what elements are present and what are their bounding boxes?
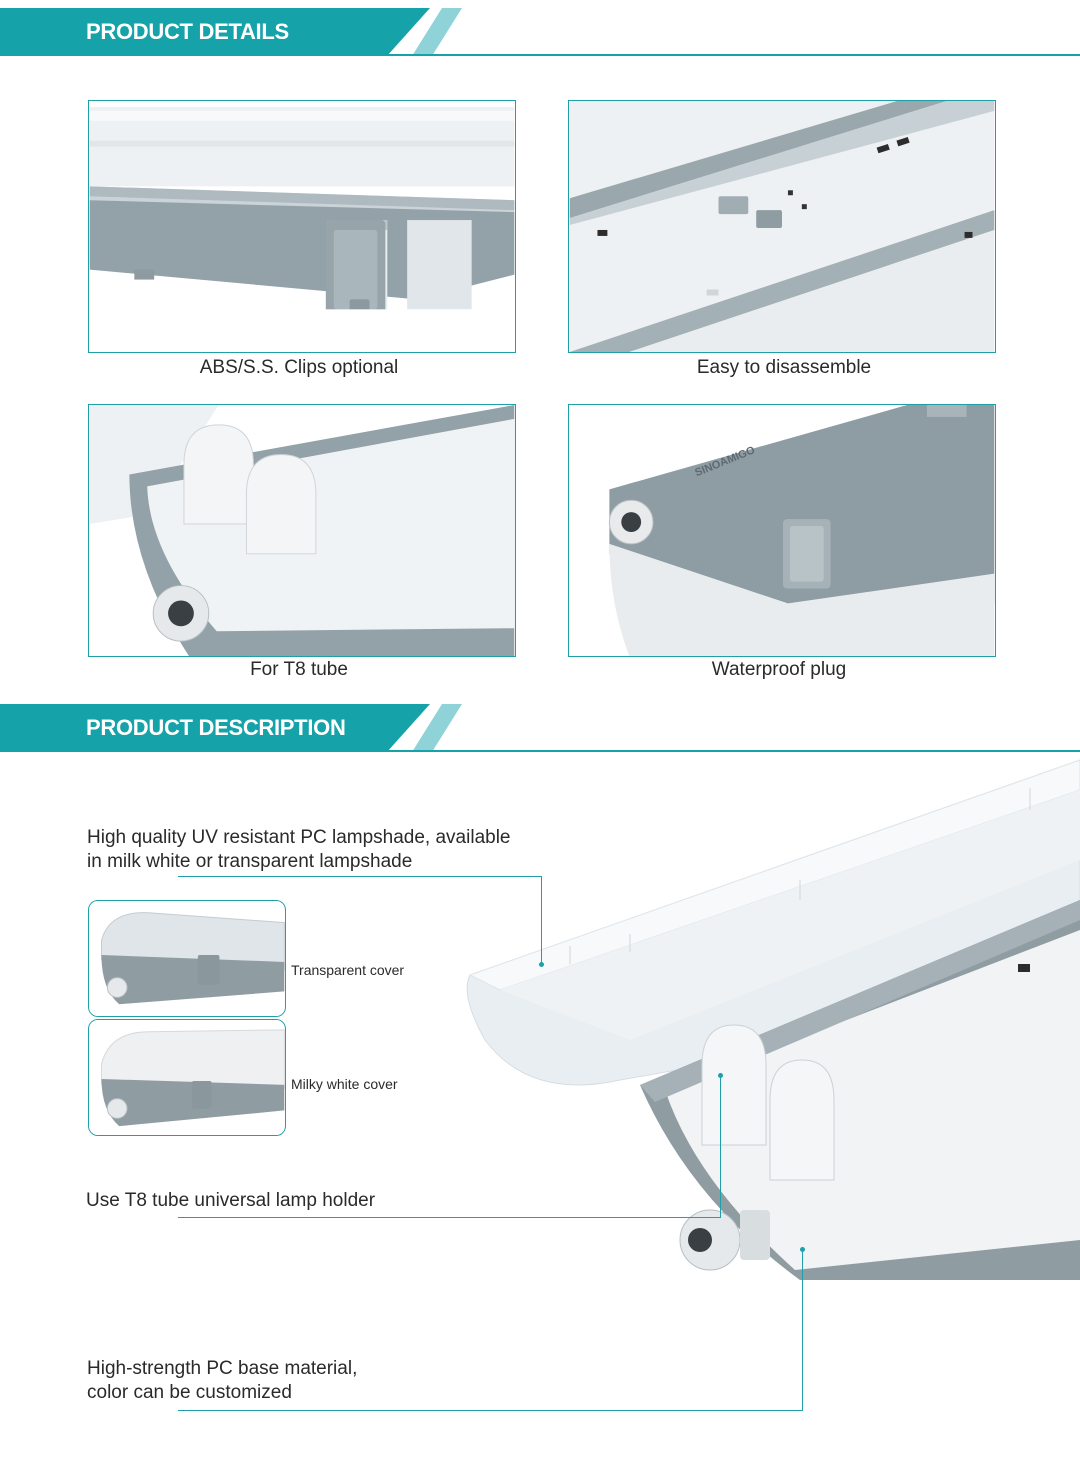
desc-base-line2: color can be customized: [87, 1382, 292, 1403]
callout-lampshade-dot: [539, 962, 544, 967]
label-transparent-cover: Transparent cover: [291, 962, 405, 978]
photo-t8: [88, 404, 516, 657]
callout-holder-h: [178, 1217, 721, 1218]
transparent-cover-illustration: [89, 901, 285, 1016]
caption-clips: ABS/S.S. Clips optional: [199, 357, 399, 378]
photo-milky-cover: [88, 1019, 286, 1136]
section-banner-description: PRODUCT DESCRIPTION: [0, 696, 1080, 752]
photo-waterproof: SINOAMIGO: [568, 404, 996, 657]
callout-base-v: [802, 1249, 803, 1411]
desc-lampshade: High quality UV resistant PC lampshade, …: [87, 826, 511, 874]
caption-waterproof: Waterproof plug: [711, 659, 847, 680]
photo-transparent-cover: [88, 900, 286, 1017]
section-title-description: PRODUCT DESCRIPTION: [86, 715, 346, 740]
desc-lampshade-line1: High quality UV resistant PC lampshade, …: [87, 827, 511, 848]
label-milky-cover: Milky white cover: [291, 1076, 398, 1092]
t8-illustration: [89, 405, 515, 656]
section-title-details: PRODUCT DETAILS: [86, 19, 289, 44]
desc-lamp-holder: Use T8 tube universal lamp holder: [86, 1190, 376, 1211]
callout-holder-dot: [718, 1073, 723, 1078]
banner-bar: [0, 704, 430, 752]
desc-base: High-strength PC base material, color ca…: [87, 1357, 357, 1405]
clips-illustration: [89, 101, 515, 352]
caption-disassemble: Easy to disassemble: [696, 357, 872, 378]
photo-clips: [88, 100, 516, 353]
disassemble-illustration: [569, 101, 995, 352]
desc-base-line1: High-strength PC base material,: [87, 1358, 358, 1379]
photo-disassemble: [568, 100, 996, 353]
callout-lampshade-h: [178, 876, 542, 877]
fixture-exploded-illustration: [466, 759, 1080, 1280]
banner-bar: [0, 8, 430, 56]
banner-rule: [0, 54, 1080, 56]
callout-lampshade-v: [541, 876, 542, 964]
caption-t8: For T8 tube: [250, 659, 348, 680]
callout-base-h: [178, 1410, 803, 1411]
milky-cover-illustration: [89, 1020, 285, 1135]
callout-holder-v: [720, 1075, 721, 1218]
callout-base-dot: [800, 1247, 805, 1252]
section-banner-details: PRODUCT DETAILS: [0, 0, 1080, 56]
desc-lampshade-line2: in milk white or transparent lampshade: [87, 851, 413, 872]
waterproof-illustration: SINOAMIGO: [569, 405, 995, 656]
banner-rule: [0, 750, 1080, 752]
